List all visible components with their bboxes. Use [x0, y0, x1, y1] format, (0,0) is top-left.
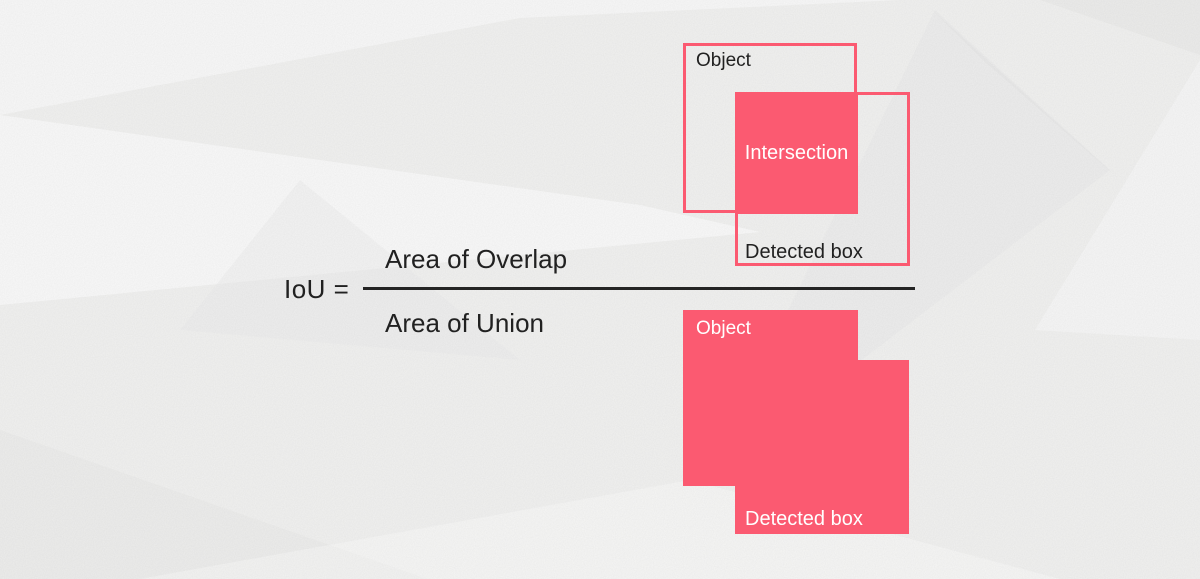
union-object-label: Object [696, 318, 751, 339]
union-detected-rect [735, 360, 909, 534]
numerator-label: Area of Overlap [385, 244, 568, 274]
iou-equals-label: IoU = [284, 274, 350, 304]
fraction-bar [363, 287, 915, 290]
intersection-fill: Intersection [735, 92, 858, 214]
denominator-label: Area of Union [385, 308, 544, 338]
intersection-label: Intersection [744, 141, 849, 164]
overlap-object-label: Object [696, 50, 751, 71]
overlap-detected-box-label: Detected box [745, 241, 863, 263]
union-detected-box-label: Detected box [745, 508, 863, 530]
